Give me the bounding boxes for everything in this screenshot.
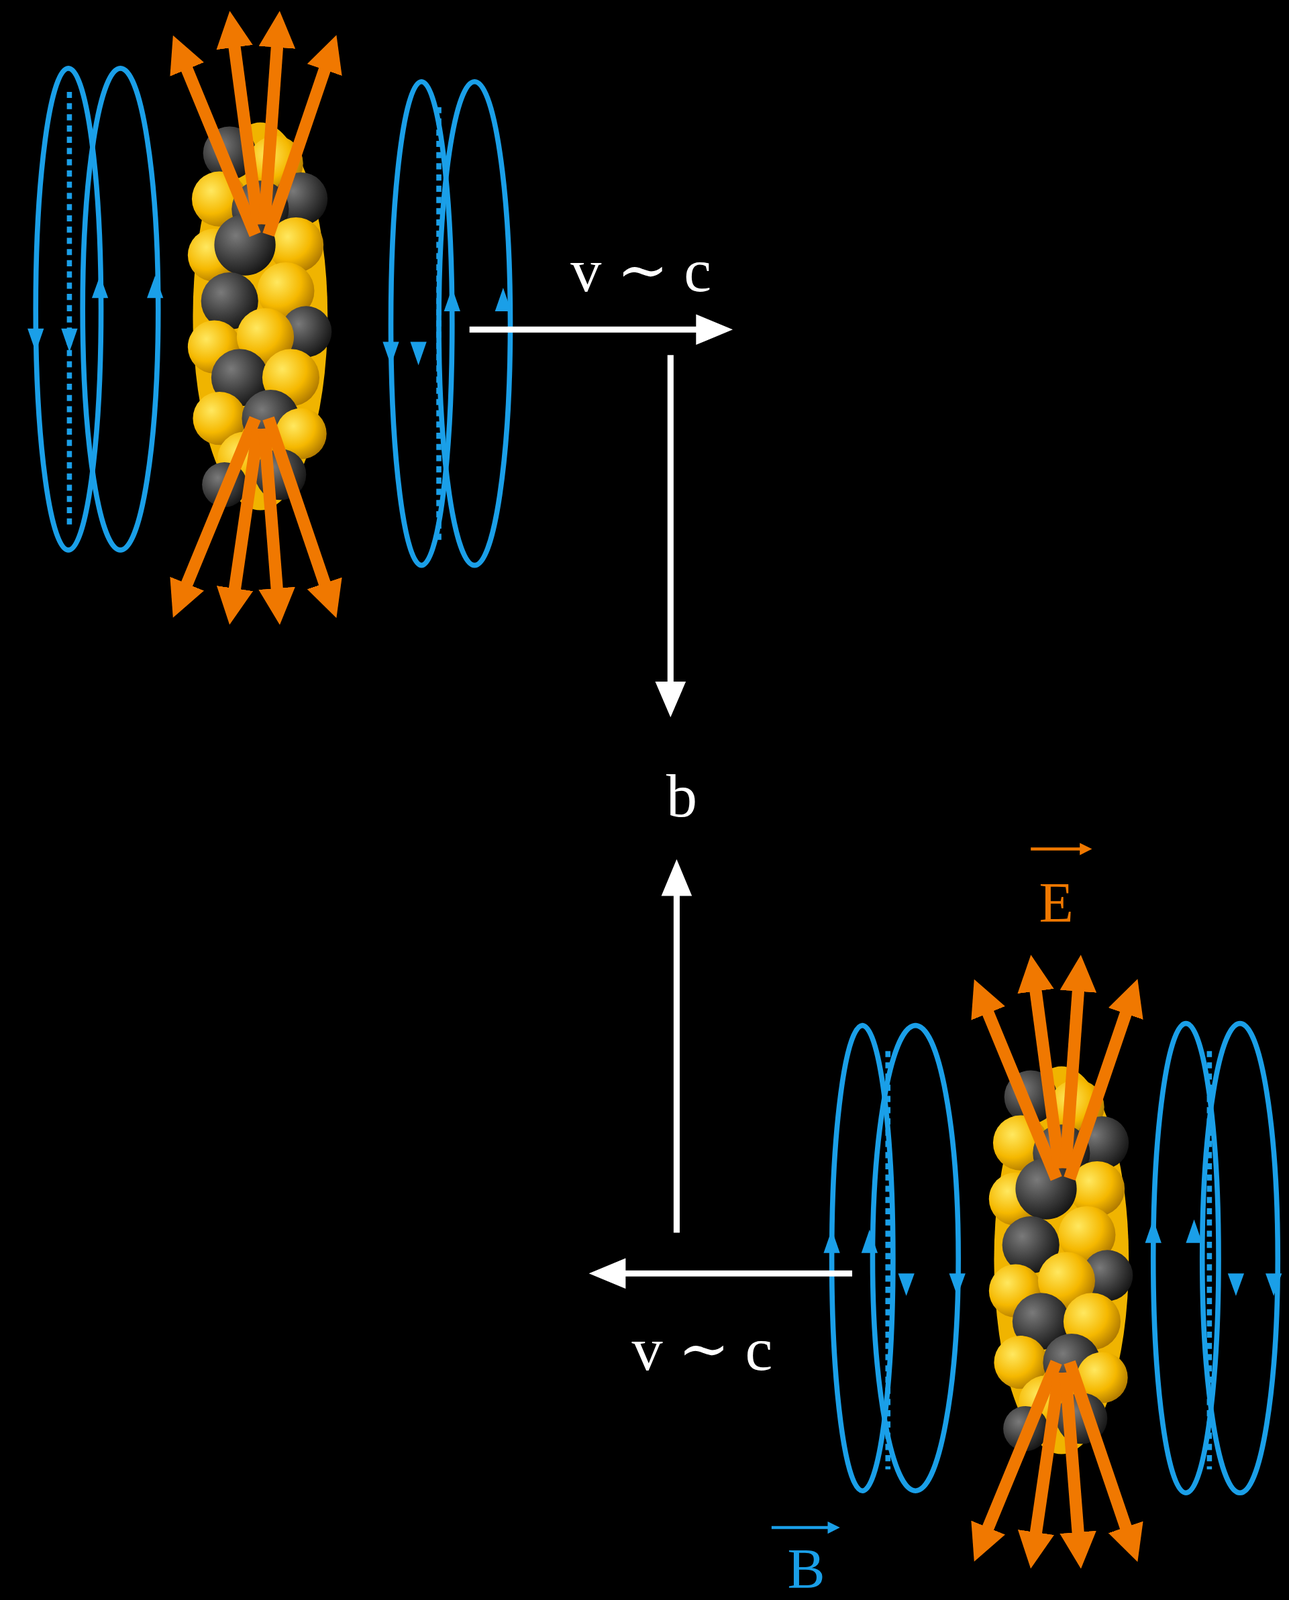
velocity-label: v ∼ c (570, 239, 712, 302)
impact-parameter-label: b (666, 764, 698, 827)
velocity-label: v ∼ c (631, 1318, 773, 1381)
velocity-arrow (469, 314, 733, 345)
magnetic-field-label: B (787, 1541, 826, 1598)
velocity-arrow (589, 1258, 853, 1289)
electric-field-label: E (1039, 874, 1074, 932)
vector-arrow (771, 1521, 841, 1534)
vector-arrow (1030, 842, 1092, 855)
